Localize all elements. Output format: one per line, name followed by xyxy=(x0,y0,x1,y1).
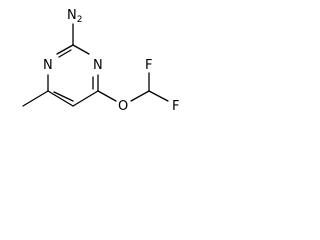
molecule-structure: N2 N N O F F xyxy=(22,8,179,114)
bond-c-f-bottom xyxy=(148,90,169,102)
bond-c2-n3 xyxy=(72,44,90,55)
amine-symbol: N xyxy=(67,8,77,23)
amine-hydrogens: 2 xyxy=(77,15,83,25)
bond-c4-o xyxy=(97,90,117,102)
amine-label: N2 xyxy=(67,8,82,25)
bond-c6-c5 xyxy=(47,90,74,107)
ether-o-label: O xyxy=(118,99,128,114)
fluorine-bottom-label: F xyxy=(172,99,179,114)
bond-c2-n1-inner xyxy=(58,49,72,58)
bond-o-cf2 xyxy=(130,90,150,102)
ring-n-left-label: N xyxy=(43,58,53,73)
bonds xyxy=(22,23,169,107)
bond-c2-n1 xyxy=(56,44,74,55)
atom-labels: N2 N N O F F xyxy=(43,8,179,114)
fluorine-top-label: F xyxy=(145,58,152,73)
ring-n-right-label: N xyxy=(93,58,103,73)
bond-c6-c5-inner xyxy=(53,91,74,102)
bond-c6-methyl xyxy=(22,90,49,107)
bond-c5-c4 xyxy=(72,90,99,107)
